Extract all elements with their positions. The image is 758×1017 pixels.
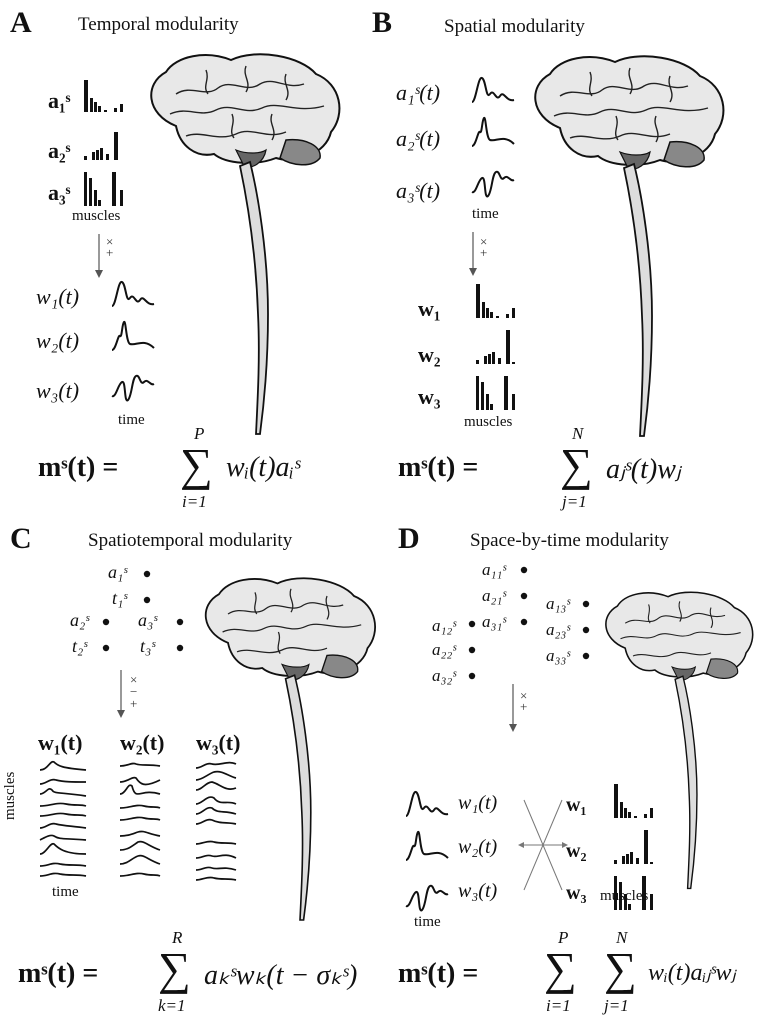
waveform-icon xyxy=(471,76,515,198)
waveform-icon xyxy=(111,280,155,402)
operator-label: × − + xyxy=(130,672,138,711)
formula-upper-limit: N xyxy=(616,928,628,947)
brain-icon xyxy=(605,591,754,890)
axis-label-muscles: muscles xyxy=(600,888,649,904)
spatial-module-label: w₂ xyxy=(566,840,587,862)
synergy-waveform-grid xyxy=(39,760,237,881)
waveform-icon xyxy=(405,790,449,912)
arrow-down-icon xyxy=(509,684,517,732)
formula-lhs: mˢ(t) = xyxy=(398,958,479,989)
signal-label: a₁ˢ(t) xyxy=(396,80,441,105)
weight-label: a₃ˢ xyxy=(48,180,71,205)
panel-title-a: Temporal modularity xyxy=(78,14,239,35)
coefficient-label: a₃₂ˢ xyxy=(432,666,456,685)
formula-lower-limit: i=1 xyxy=(182,492,207,511)
sum-symbol: ∑ xyxy=(180,439,213,490)
signal-label: w₃(t) xyxy=(36,378,80,403)
temporal-module-label: w₃(t) xyxy=(458,880,498,902)
signal-label: w₁(t) xyxy=(36,284,80,309)
bar-chart-icon xyxy=(614,784,653,910)
panel-label-c: C xyxy=(10,522,32,555)
formula-upper-limit: R xyxy=(172,928,183,947)
coefficient-label: a₂ˢ xyxy=(70,610,90,630)
axis-label-muscles: muscles xyxy=(2,771,18,820)
panel-title-b: Spatial modularity xyxy=(444,16,585,37)
coefficient-dots xyxy=(468,566,590,680)
sum-symbol: ∑ xyxy=(560,439,593,490)
signal-label: a₂ˢ(t) xyxy=(396,126,441,151)
formula-lower-limit: i=1 xyxy=(546,996,571,1015)
spatial-module-label: w₃ xyxy=(566,882,587,904)
formula-lower-limit: k=1 xyxy=(158,996,186,1015)
weight-label: w₁ xyxy=(418,296,441,321)
sum-symbol: ∑ xyxy=(604,943,637,994)
arrow-down-icon xyxy=(117,670,125,718)
formula-lhs: mˢ(t) = xyxy=(18,958,99,989)
synergy-label: w₂(t) xyxy=(120,730,165,755)
coefficient-label: a₃₁ˢ xyxy=(482,612,506,631)
coefficient-dots xyxy=(102,570,184,652)
axis-label-muscles: muscles xyxy=(72,208,121,224)
axis-label-time: time xyxy=(414,914,441,930)
coefficient-label: a₃ˢ xyxy=(138,610,158,630)
arrow-down-icon xyxy=(469,232,477,276)
coefficient-label: a₁ˢ xyxy=(108,562,128,582)
weight-label: w₃ xyxy=(418,384,441,409)
operator-label: × + xyxy=(520,688,528,714)
formula-lhs: mˢ(t) = xyxy=(398,452,479,483)
weight-label: a₂ˢ xyxy=(48,138,71,163)
sum-symbol: ∑ xyxy=(544,943,577,994)
synergy-label: w₃(t) xyxy=(196,730,241,755)
axis-label-time: time xyxy=(472,206,499,222)
bar-chart-icon xyxy=(84,80,123,206)
formula-upper-limit: P xyxy=(194,424,205,443)
formula-rhs: wᵢ(t)aᵢⱼˢwⱼ xyxy=(648,960,736,986)
coefficient-label: a₁₂ˢ xyxy=(432,616,456,635)
coefficient-label: t₃ˢ xyxy=(140,636,156,656)
panel-label-d: D xyxy=(398,522,420,555)
coefficient-label: t₂ˢ xyxy=(72,636,88,656)
panel-label-a: A xyxy=(10,6,32,39)
coefficient-label: a₁₁ˢ xyxy=(482,560,506,579)
coefficient-label: a₂₁ˢ xyxy=(482,586,506,605)
arrow-down-icon xyxy=(95,234,103,278)
formula-lower-limit: j=1 xyxy=(604,996,629,1015)
coefficient-label: t₁ˢ xyxy=(112,588,128,608)
panel-title-c: Spatiotemporal modularity xyxy=(88,530,293,551)
coefficient-label: a₃₃ˢ xyxy=(546,646,570,665)
coefficient-label: a₂₃ˢ xyxy=(546,620,570,639)
formula-lhs: mˢ(t) = xyxy=(38,452,119,483)
sum-symbol: ∑ xyxy=(158,943,191,994)
brain-icon xyxy=(204,577,376,921)
coefficient-label: a₂₂ˢ xyxy=(432,640,456,659)
signal-label: w₂(t) xyxy=(36,328,80,353)
operator-label: × + xyxy=(106,234,114,260)
axis-label-muscles: muscles xyxy=(464,414,513,430)
weight-label: a₁ˢ xyxy=(48,88,71,113)
formula-lower-limit: j=1 xyxy=(562,492,587,511)
spatial-module-label: w₁ xyxy=(566,794,587,816)
signal-label: a₃ˢ(t) xyxy=(396,178,441,203)
formula-upper-limit: N xyxy=(572,424,584,443)
axis-label-time: time xyxy=(52,884,79,900)
brain-icon xyxy=(150,53,341,435)
axis-label-time: time xyxy=(118,412,145,428)
operator-label: × + xyxy=(480,234,488,260)
coefficient-label: a₁₃ˢ xyxy=(546,594,570,613)
weight-label: w₂ xyxy=(418,342,441,367)
cross-link-lines xyxy=(518,799,568,891)
brain-icon xyxy=(534,55,725,437)
formula-rhs: wᵢ(t)aᵢˢ xyxy=(226,452,300,483)
temporal-module-label: w₁(t) xyxy=(458,792,498,814)
synergy-label: w₁(t) xyxy=(38,730,83,755)
formula-rhs: aⱼˢ(t)wⱼ xyxy=(606,454,681,485)
panel-label-b: B xyxy=(372,6,393,39)
formula-upper-limit: P xyxy=(558,928,569,947)
formula-rhs: aₖˢwₖ(t − σₖˢ) xyxy=(204,960,358,991)
panel-title-d: Space-by-time modularity xyxy=(470,530,669,551)
temporal-module-label: w₂(t) xyxy=(458,836,498,858)
bar-chart-icon xyxy=(476,284,515,410)
